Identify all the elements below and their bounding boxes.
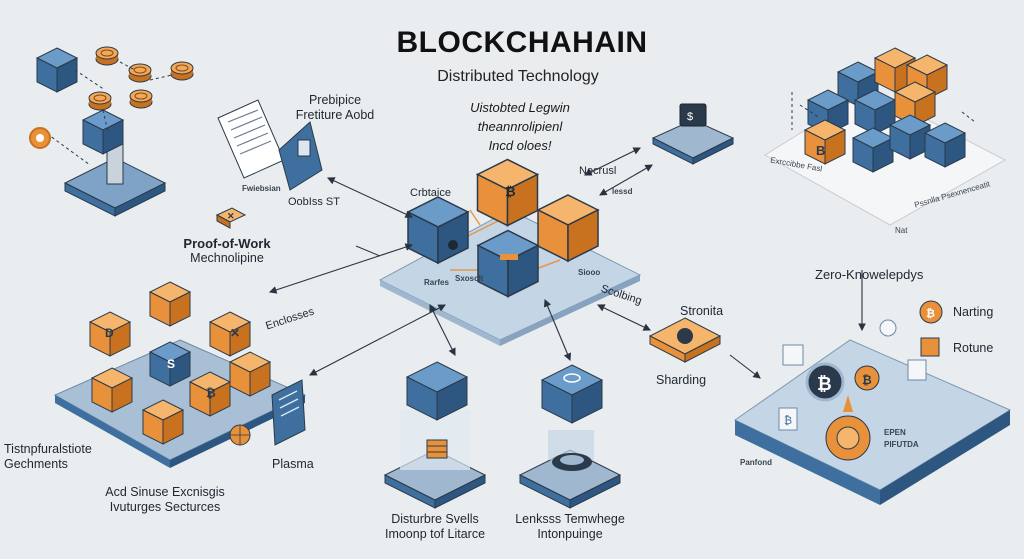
page-subtitle: Distributed Technology [437, 68, 599, 85]
page-title: BLOCKCHAHAIN [396, 26, 648, 59]
label-sharding: Sharding [656, 373, 707, 387]
label-zk-base: Panfond [740, 458, 772, 467]
label-lessd: lessd [612, 187, 633, 196]
disturbre-device [383, 361, 487, 509]
label-prebipice: Prebipice [308, 93, 362, 107]
label-proof-of-work: Proof-of-Work [183, 236, 271, 251]
label-rarfes: Rarfes [424, 278, 449, 287]
left-block [142, 399, 184, 445]
lock-device: $ [651, 103, 735, 165]
bitcoin-icon [854, 365, 880, 391]
svg-text:B: B [816, 143, 825, 158]
svg-text:₿: ₿ [206, 386, 216, 400]
svg-text:S: S [167, 357, 175, 371]
connector-arrows [268, 147, 866, 379]
intro-text: Uistobted Legwin theannrolipienl Incd ol… [420, 98, 620, 155]
left-block [229, 351, 271, 397]
label-zero-knowledge: Zero-Knowelepdys [815, 267, 924, 282]
label-tistnpfural-2: Gechments [4, 457, 68, 471]
topleft-ledger-group [29, 46, 194, 217]
label-sxosclt: Sxosclt [455, 274, 484, 283]
label-mechnolipine: Mechnolipine [190, 251, 264, 265]
coin-icon [88, 91, 112, 111]
label-center-top: Crbtaice [410, 187, 451, 199]
label-lenksss-2: Intonpuinge [537, 527, 603, 541]
label-fretiture: Fretiture Aobd [295, 108, 375, 122]
bitcoin-icon [805, 362, 845, 402]
svg-text:₿: ₿ [505, 184, 516, 199]
topleft-block-lower [82, 109, 124, 155]
intro-line-3: Incd oloes! [488, 138, 552, 153]
label-stronita: Stronita [680, 304, 724, 318]
svg-text:$: $ [687, 111, 693, 123]
svg-text:✕: ✕ [230, 326, 240, 340]
svg-text:₿: ₿ [817, 374, 832, 394]
pickaxe-icon: ✕ [215, 207, 247, 229]
svg-text:D: D [105, 326, 114, 340]
network-node-front [477, 229, 539, 298]
label-disturbre-1: Disturbre Svells [391, 512, 479, 526]
network-node-blue [407, 196, 469, 264]
lock-icon [920, 337, 940, 357]
label-plasma: Plasma [272, 457, 314, 471]
lenksss-device [518, 364, 622, 509]
label-center-right: Siooo [578, 268, 601, 277]
label-lenksss-1: Lenksss Temwhege [515, 512, 625, 526]
label-oobiss: OobIss ST [288, 196, 340, 208]
coin-icon [128, 63, 152, 83]
coin-icon [170, 61, 194, 81]
left-block [91, 367, 133, 413]
intro-line-2: theannrolipienl [477, 119, 563, 134]
label-acd-sinuse-2: Ivuturges Secturces [109, 500, 221, 514]
coin-icon [95, 46, 119, 66]
topleft-block [36, 47, 78, 93]
zero-knowledge-platform: ₿ ₿ ₿ ₿ [734, 300, 1012, 505]
bitcoin-icon [919, 300, 943, 324]
label-rotune: Rotune [953, 341, 994, 355]
document-icon [217, 99, 323, 191]
grid-block [889, 114, 931, 160]
svg-text:₿: ₿ [784, 415, 792, 427]
svg-text:₿: ₿ [926, 308, 935, 320]
sharding-chip [648, 317, 722, 363]
svg-text:₿: ₿ [862, 373, 872, 387]
label-disturbre-2: Imoonp tof Litarce [384, 527, 486, 541]
left-block-cluster: D ✕ S ₿ [53, 281, 307, 468]
label-zk-tag2: PIFUTDA [884, 440, 919, 449]
grid-block [924, 122, 966, 168]
topright-block-grid: B [764, 47, 1007, 226]
label-zk-tag1: EPEN [884, 428, 906, 437]
network-node-orange-right [537, 194, 599, 262]
grid-block [854, 89, 896, 135]
intro-line-1: Uistobted Legwin [470, 100, 570, 115]
label-acd-sinuse-1: Acd Sinuse Excnisgis [105, 485, 225, 499]
coin-icon [129, 89, 153, 109]
plasma-document-icon [271, 379, 306, 446]
left-block [149, 281, 191, 327]
label-tistnpfural-1: Tistnpfuralstiote [4, 442, 92, 456]
label-necrusl: Necrusl [579, 165, 617, 177]
label-smallbook: Fwiebsian [242, 184, 281, 193]
grid-block [852, 127, 894, 173]
svg-text:✕: ✕ [227, 211, 235, 221]
label-narting: Narting [953, 305, 994, 319]
label-topright-2: Nat [895, 226, 908, 235]
